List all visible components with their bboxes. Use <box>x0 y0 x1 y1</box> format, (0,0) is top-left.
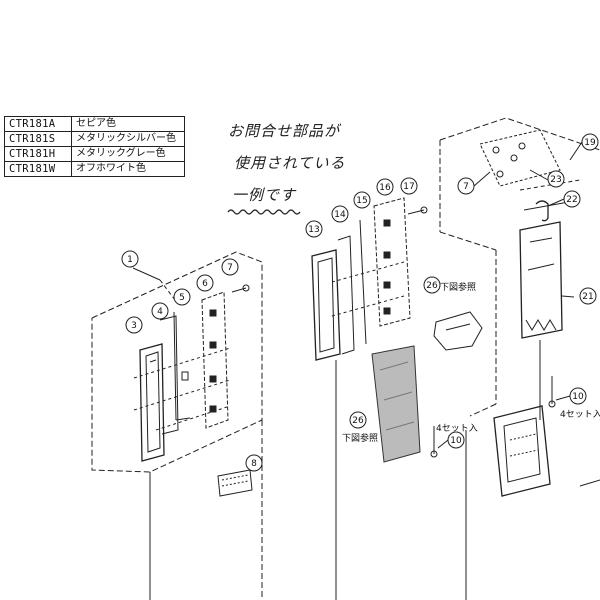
callout-22: 22 <box>563 190 581 208</box>
callout-7-right: 7 <box>457 177 475 195</box>
part-21-panel <box>519 221 563 339</box>
callout-26-lower: 26 <box>349 411 367 429</box>
svg-text:4: 4 <box>157 307 163 317</box>
callout-7-left: 7 <box>221 258 239 276</box>
svg-text:23: 23 <box>550 175 561 185</box>
svg-text:21: 21 <box>582 292 593 302</box>
callout-26-upper: 26 <box>423 276 441 294</box>
svg-text:10: 10 <box>572 392 584 402</box>
svg-text:14: 14 <box>334 210 346 220</box>
part-4-gasket <box>159 315 179 435</box>
set-of-4-label: 4セット入 <box>436 424 478 434</box>
callout-10-mid: 10 <box>447 431 465 449</box>
svg-text:19: 19 <box>584 138 596 148</box>
part-10-screw-right <box>548 376 556 408</box>
part-16-hinge-panel <box>373 197 411 327</box>
color-code: CTR181S <box>4 131 72 147</box>
see-below-label: 下図参照 <box>440 283 477 293</box>
svg-text:3: 3 <box>131 321 137 331</box>
part-22-clip <box>535 200 549 222</box>
part-13-door-panel <box>311 249 341 361</box>
see-below-label: 下図参照 <box>342 434 379 444</box>
part-8-grille <box>217 469 253 497</box>
part-26-sheet <box>371 345 421 463</box>
callout-8: 8 <box>245 454 263 472</box>
callout-5: 5 <box>173 288 191 306</box>
callout-16: 16 <box>376 178 394 196</box>
assembly-boundary-right <box>439 117 600 151</box>
svg-text:22: 22 <box>566 195 577 205</box>
part-6-hinge-panel <box>201 291 229 429</box>
svg-text:7: 7 <box>463 182 469 192</box>
handwritten-note-line: 一例です <box>232 186 297 204</box>
handwritten-note-line: 使用されている <box>234 154 346 172</box>
svg-text:5: 5 <box>179 293 185 303</box>
part-3-frame <box>139 343 165 462</box>
part-14-gasket <box>337 235 355 355</box>
hinge-clips-mid <box>383 219 391 315</box>
svg-text:26: 26 <box>352 416 364 426</box>
svg-text:8: 8 <box>251 459 257 469</box>
part-17-screw <box>407 206 428 215</box>
svg-text:17: 17 <box>403 182 414 192</box>
svg-text:15: 15 <box>356 196 367 206</box>
callout-4: 4 <box>151 302 169 320</box>
svg-text:13: 13 <box>308 225 319 235</box>
callout-1: 1 <box>121 250 139 268</box>
svg-text:7: 7 <box>227 263 233 273</box>
callout-21: 21 <box>579 287 597 305</box>
part-5-plate <box>173 311 191 421</box>
svg-text:1: 1 <box>127 255 133 265</box>
part-10-screw-mid <box>430 426 438 458</box>
callout-23: 23 <box>547 170 565 188</box>
color-table: CTR181A セピア色 CTR181S メタリックシルバー色 CTR181H … <box>4 116 185 177</box>
callout-17: 17 <box>400 177 418 195</box>
note-squiggle <box>227 209 301 215</box>
callout-10-right: 10 <box>569 387 587 405</box>
color-name: オフホワイト色 <box>71 161 185 177</box>
set-of-4-label: 4セット入 <box>560 410 600 420</box>
svg-text:16: 16 <box>379 183 391 193</box>
callout-13: 13 <box>305 220 323 238</box>
svg-text:26: 26 <box>426 281 438 291</box>
part-23-bracket <box>479 129 561 187</box>
svg-text:10: 10 <box>450 436 462 446</box>
part-26-bracket <box>433 311 483 351</box>
callout-14: 14 <box>331 205 349 223</box>
svg-text:6: 6 <box>202 279 208 289</box>
part-7-screw-left <box>231 284 250 293</box>
color-row: CTR181W オフホワイト色 <box>4 161 185 177</box>
handwritten-note-line: お問合せ部品が <box>228 122 341 140</box>
part-15-rod <box>359 219 367 345</box>
callout-3: 3 <box>125 316 143 334</box>
hinge-clips <box>209 309 217 413</box>
callout-15: 15 <box>353 191 371 209</box>
callout-19: 19 <box>581 133 599 151</box>
leader-line <box>132 267 161 281</box>
callout-6: 6 <box>196 274 214 292</box>
housing-frame <box>493 405 551 497</box>
